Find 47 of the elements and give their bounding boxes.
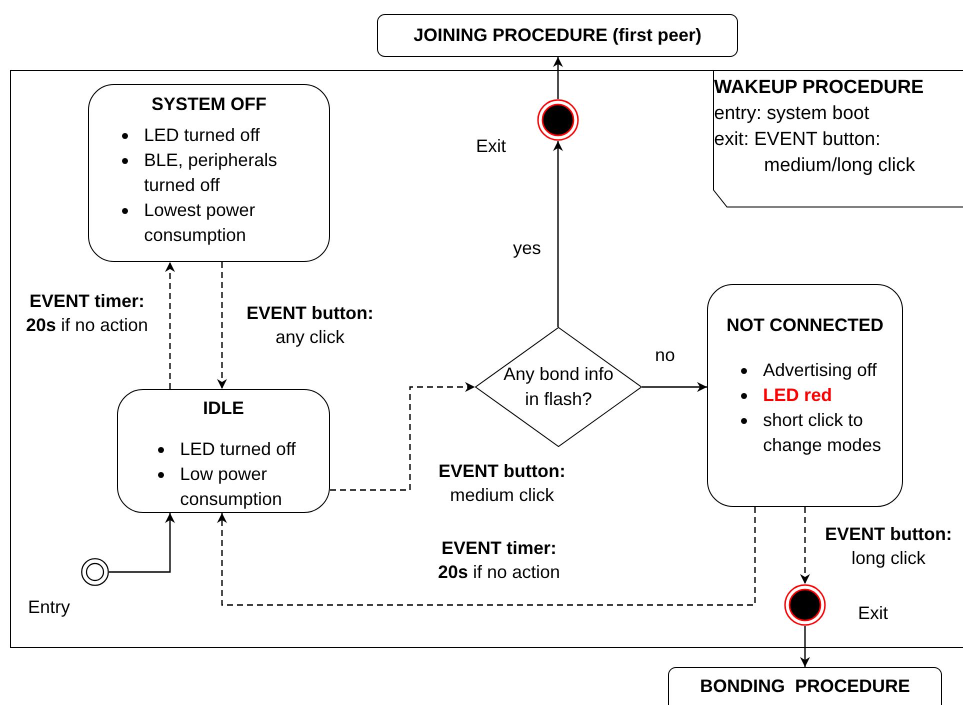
arrow [553, 57, 563, 99]
arrow [165, 262, 175, 389]
procedure-title: BONDING PROCEDURE [700, 675, 910, 698]
state-title: IDLE [202, 397, 245, 420]
state-box [707, 284, 903, 507]
entry-point-circle [81, 558, 109, 586]
bullet-text: BLE, peripherals turned off [144, 150, 278, 195]
bullet-text: Low power consumption [180, 464, 282, 509]
exit-point-circle [784, 584, 826, 626]
edge-label: no [654, 344, 676, 367]
edge-label: EVENT timer: 20s if no action [436, 537, 562, 584]
arrow [109, 513, 175, 573]
arrow [330, 382, 475, 491]
arrow [553, 141, 563, 327]
arrow [217, 507, 756, 606]
decision-text: Any bond info in flash? [502, 363, 615, 411]
decision-diamond [475, 327, 642, 447]
procedure-box [668, 667, 942, 705]
bullet-text: LED red [763, 385, 832, 405]
procedure-box [377, 14, 738, 57]
exit-point-circle [537, 99, 579, 141]
edge-label: EVENT timer: 20s if no action [24, 290, 150, 337]
edge-label: EVENT button: long click [824, 523, 953, 570]
arrow [800, 507, 810, 584]
arrow [217, 262, 227, 389]
pseudo-state-label: Exit [476, 135, 506, 157]
pseudo-state-label: Exit [858, 602, 888, 624]
bullet-text: LED turned off [144, 125, 260, 145]
edge-label: EVENT button: any click [246, 302, 374, 349]
pseudo-state-label: Entry [28, 596, 70, 618]
state-box [117, 389, 330, 513]
state-title: NOT CONNECTED [726, 314, 884, 337]
frame-note: entry: system boot [714, 102, 870, 126]
bullet-text: Lowest power consumption [144, 200, 256, 245]
frame-note: exit: EVENT button: medium/long click [714, 128, 916, 178]
arrow [800, 626, 810, 667]
state-frame [10, 70, 963, 648]
bullet-text: Advertising off [763, 360, 877, 380]
bullet-text: LED turned off [180, 439, 296, 459]
arrow [642, 382, 707, 392]
frame-title: WAKEUP PROCEDURE [714, 76, 925, 100]
edge-label: yes [512, 237, 542, 260]
state-title: SYSTEM OFF [150, 93, 268, 116]
bullet-text: short click to change modes [763, 410, 882, 455]
edge-label: EVENT button: medium click [438, 460, 566, 507]
procedure-title: JOINING PROCEDURE (first peer) [413, 24, 702, 47]
state-box [88, 84, 330, 262]
